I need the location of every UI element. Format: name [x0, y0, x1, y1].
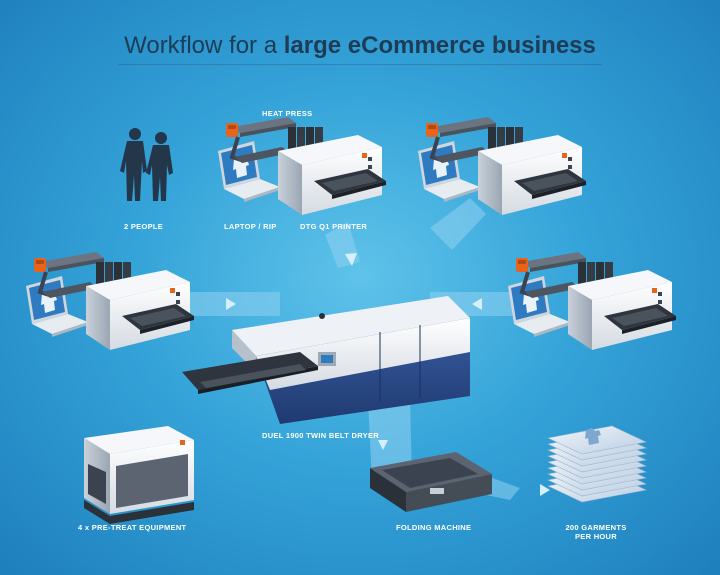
label-garments: 200 GARMENTS PER HOUR: [556, 523, 636, 541]
label-two-people: 2 PEOPLE: [124, 222, 164, 231]
pretreat-icon: [84, 426, 194, 524]
label-dryer: DUEL 1900 TWIN BELT DRYER: [262, 431, 379, 440]
printer-station-mid-right: [506, 250, 678, 352]
label-garments-line1: 200 GARMENTS: [565, 523, 627, 532]
page-title: Workflow for a large eCommerce business: [0, 32, 720, 60]
printer-station-top-right: [416, 115, 588, 217]
label-pretreat: 4 x PRE-TREAT EQUIPMENT: [78, 523, 187, 532]
printer-station-mid-left: [24, 250, 196, 352]
label-dtg-printer: DTG Q1 PRINTER: [300, 222, 368, 231]
label-laptop-rip: LAPTOP / RIP: [224, 222, 277, 231]
label-garments-line2: PER HOUR: [575, 532, 617, 541]
title-emphasis: large eCommerce business: [283, 32, 596, 59]
label-folding-machine: FOLDING MACHINE: [396, 523, 472, 532]
garment-stack-icon: [547, 425, 647, 503]
folding-machine-icon: [370, 452, 492, 512]
people-icon: [120, 128, 173, 201]
dryer-icon: [182, 296, 470, 424]
title-prefix: Workflow for a: [124, 32, 284, 59]
label-heat-press: HEAT PRESS: [262, 109, 313, 118]
printer-station-top-left: [216, 115, 388, 217]
title-divider: [118, 64, 602, 65]
flow-arrowheads: [226, 253, 550, 496]
